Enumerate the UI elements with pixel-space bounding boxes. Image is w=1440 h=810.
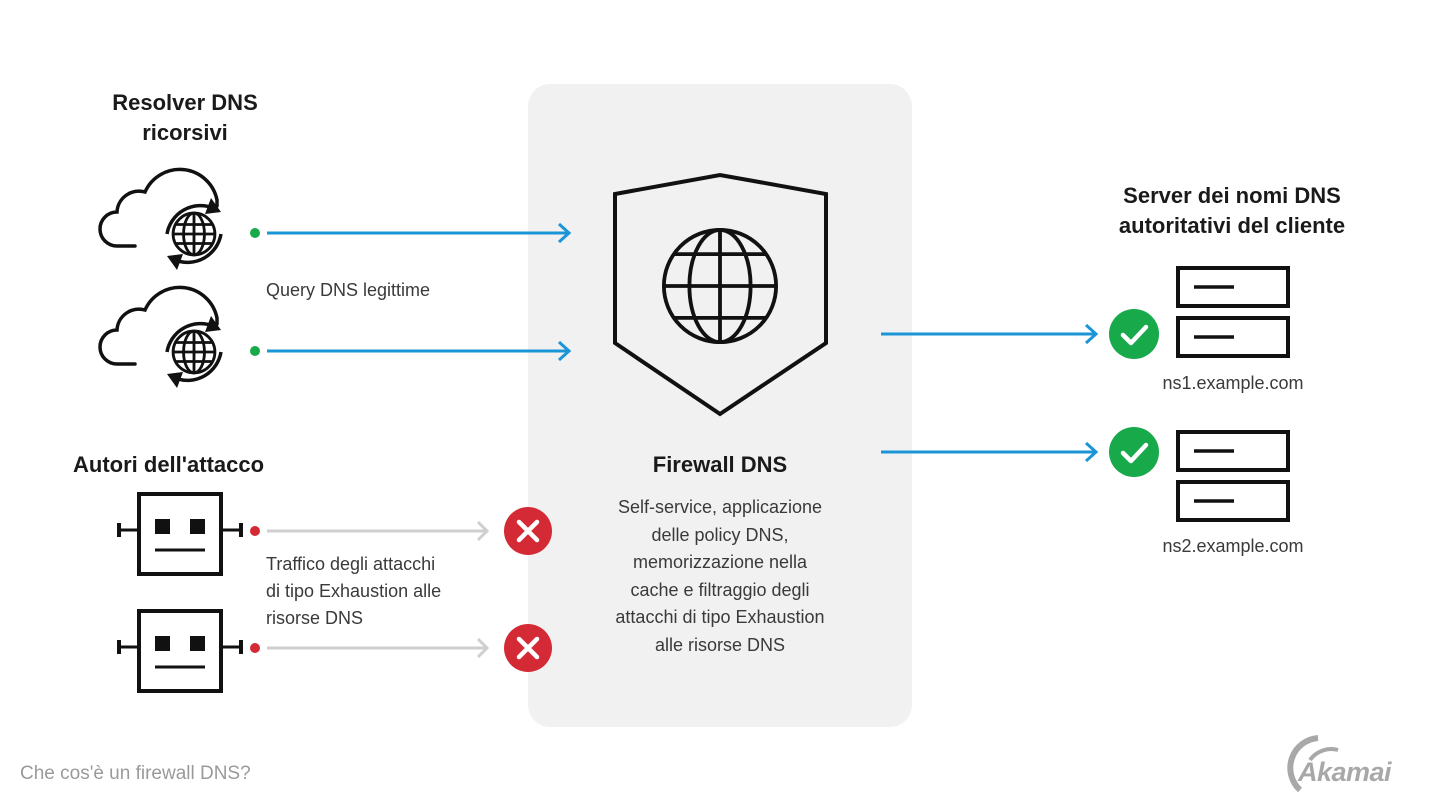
diagram-caption: Che cos'è un firewall DNS? — [20, 763, 251, 784]
attack-traffic-label-line: di tipo Exhaustion alle — [266, 581, 442, 601]
cloud-globe-refresh-icon — [100, 169, 221, 270]
servers-heading-line2: autoritativi del cliente — [1118, 213, 1346, 238]
firewall-title: Firewall DNS — [652, 452, 788, 477]
servers-heading: Server dei nomi DNS autoritativi del cli… — [1092, 181, 1372, 241]
firewall-description: Self-service, applicazione delle policy … — [528, 494, 912, 660]
attack-traffic-label-line: risorse DNS — [266, 608, 364, 628]
attack-traffic-label: Traffico degli attacchi di tipo Exhausti… — [266, 551, 441, 632]
akamai-logo-icon — [1287, 735, 1339, 793]
resolvers-heading: Resolver DNS ricorsivi — [60, 88, 310, 148]
legit-query-arrow — [250, 222, 572, 244]
server-icon — [1176, 266, 1290, 358]
legit-queries-label: Query DNS legittime — [266, 280, 431, 300]
resolvers-heading-line2: ricorsivi — [142, 120, 228, 145]
firewall-description-line: alle risorse DNS — [654, 634, 786, 655]
firewall-description-line: cache e filtraggio degli — [630, 579, 810, 600]
firewall-description-line: attacchi di tipo Exhaustion — [615, 607, 825, 628]
robot-icon — [117, 492, 243, 576]
server-icon — [1176, 430, 1290, 522]
attack-traffic-label-line: Traffico degli attacchi — [266, 554, 436, 574]
server-hostname: ns1.example.com — [1162, 373, 1304, 393]
check-circle-icon — [1109, 309, 1159, 359]
check-circle-icon — [1109, 427, 1159, 477]
brand-logo-text: Akamai — [1298, 757, 1392, 787]
servers-heading-line1: Server dei nomi DNS — [1123, 183, 1341, 208]
resolvers-heading-line1: Resolver DNS — [112, 90, 258, 115]
firewall-description-line: Self-service, applicazione — [617, 497, 823, 517]
attack-traffic-arrow — [250, 520, 490, 542]
forward-query-arrow — [881, 323, 1099, 345]
firewall-description-line: memorizzazione nella — [632, 552, 808, 573]
shield-globe-icon — [613, 172, 828, 417]
attackers-heading: Autori dell'attacco — [73, 452, 265, 477]
robot-icon — [117, 609, 243, 693]
firewall-description-line: delle policy DNS, — [651, 524, 789, 545]
firewall-panel — [528, 84, 912, 727]
server-hostname: ns2.example.com — [1162, 536, 1304, 556]
attack-traffic-arrow — [250, 637, 490, 659]
cloud-globe-refresh-icon — [100, 287, 221, 388]
legit-query-arrow — [250, 340, 572, 362]
forward-query-arrow — [881, 441, 1099, 463]
